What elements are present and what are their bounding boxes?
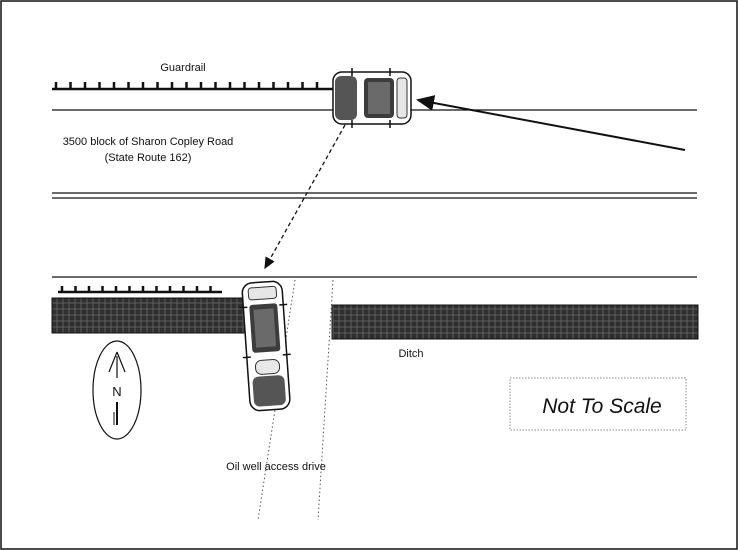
road-name-line1: 3500 block of Sharon Copley Road (63, 136, 234, 148)
ditch-west (51, 297, 255, 334)
vehicle-final-position (239, 280, 291, 412)
guardrail-north (52, 82, 335, 91)
guardrail-south (58, 286, 222, 294)
access-drive-label: Oil well access drive (226, 461, 326, 473)
access-drive-edge-east (317, 279, 334, 521)
ditch-label: Ditch (398, 348, 423, 360)
vehicle-path-dashed-arrow (264, 124, 346, 270)
north-arrow (92, 340, 142, 440)
north-letter: N (112, 384, 121, 399)
vehicle-initial-position (332, 68, 412, 128)
guardrail-label: Guardrail (160, 62, 205, 74)
ditch-east (331, 304, 699, 340)
road-name-line2: (State Route 162) (105, 152, 192, 164)
scale-note-box (509, 377, 687, 431)
scale-note: Not To Scale (542, 395, 661, 418)
travel-direction-arrow (416, 95, 686, 151)
